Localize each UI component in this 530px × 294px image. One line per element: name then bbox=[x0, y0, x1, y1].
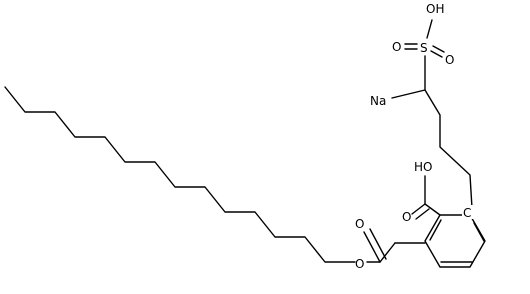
sodium-label: Na bbox=[370, 94, 386, 108]
atom-labels: OH O S O Na HO O C O O bbox=[355, 2, 476, 271]
s-o-right-bond-1 bbox=[432, 45, 445, 53]
benzene-ring bbox=[424, 214, 486, 268]
carboxyl-to-ring-bond bbox=[424, 203, 441, 216]
sulfonyl-group bbox=[404, 19, 445, 58]
sulfonyl-o-left-label: O bbox=[392, 40, 401, 54]
ester-o-single-label: O bbox=[355, 257, 364, 271]
ester-group bbox=[363, 228, 426, 263]
ester-c-o-double-bond-1 bbox=[363, 231, 381, 263]
ester-c-o-double-bond-2 bbox=[369, 228, 387, 260]
ring-inner-bond-3 bbox=[429, 219, 442, 241]
carboxyl-group bbox=[411, 175, 441, 220]
sulfonic-oh-label: OH bbox=[426, 2, 444, 16]
ring-inner-bond-1 bbox=[473, 222, 485, 242]
ester-carbonyl-c-bond bbox=[379, 242, 396, 263]
ring-c-label: C bbox=[463, 206, 471, 220]
ester-o-double-label: O bbox=[355, 217, 364, 231]
ring-c-label-bg bbox=[462, 205, 476, 219]
sulfonyl-o-right-label: O bbox=[445, 53, 454, 67]
na-bond bbox=[391, 89, 426, 99]
carboxyl-oh-label: HO bbox=[414, 160, 432, 174]
carboxyl-o-label: O bbox=[402, 210, 411, 224]
s-o-right-bond-2 bbox=[430, 50, 443, 58]
ring-outline bbox=[424, 214, 486, 268]
carboxyl-c-o-double-bond-1 bbox=[411, 203, 426, 215]
linker-bonds bbox=[424, 89, 473, 209]
dodecyl-chain bbox=[4, 86, 356, 263]
carboxyl-c-o-double-bond-2 bbox=[415, 208, 430, 220]
alkyl-chain-bonds bbox=[4, 86, 356, 263]
sulfonyl-s-label: S bbox=[420, 41, 428, 55]
s-oh-bond bbox=[426, 19, 433, 39]
butyl-linker bbox=[391, 55, 473, 209]
